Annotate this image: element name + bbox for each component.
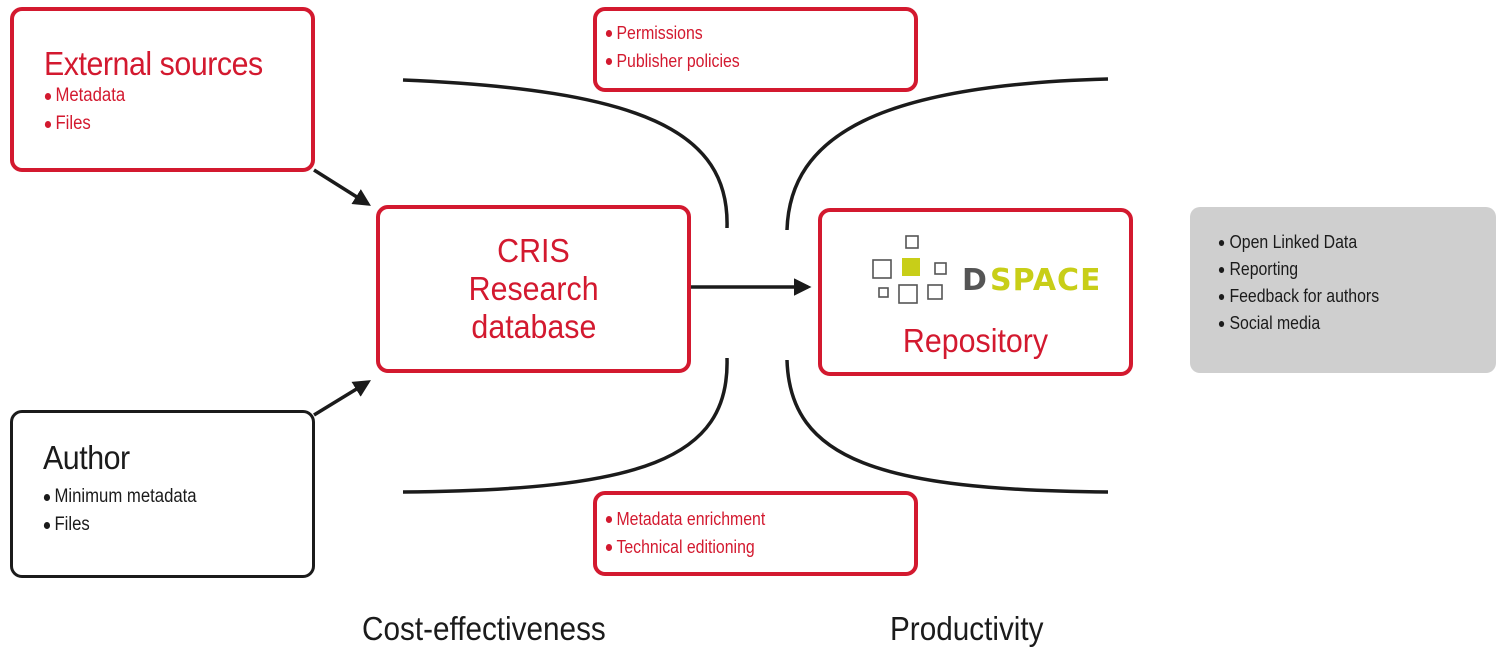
repository-label: Repository bbox=[902, 322, 1049, 359]
list-item: Metadata enrichment bbox=[605, 505, 765, 533]
list-item: Files bbox=[43, 511, 197, 539]
list-item: Technical editioning bbox=[605, 533, 765, 561]
outputs-list: Open Linked Data Reporting Feedback for … bbox=[1218, 229, 1401, 337]
external-sources-box: External sources Metadata Files bbox=[10, 7, 315, 172]
dspace-logo-space: SPACE bbox=[990, 263, 1098, 298]
list-item: Feedback for authors bbox=[1218, 283, 1379, 310]
right-lower-curve bbox=[785, 359, 1109, 494]
left-lower-curve bbox=[402, 357, 729, 494]
list-item: Social media bbox=[1218, 310, 1379, 337]
list-item: Metadata bbox=[44, 82, 125, 110]
list-item: Publisher policies bbox=[605, 47, 740, 75]
cris-title-line: CRIS bbox=[497, 232, 570, 269]
external-sources-title: External sources bbox=[44, 45, 263, 82]
arrow-external-to-cris bbox=[313, 168, 371, 206]
right-upper-curve bbox=[785, 77, 1109, 231]
repository-box: D SPACE Repository bbox=[818, 208, 1133, 376]
author-title: Author bbox=[43, 439, 130, 476]
author-box: Author Minimum metadata Files bbox=[10, 410, 315, 578]
author-list: Minimum metadata Files bbox=[43, 483, 218, 539]
dspace-logo-d: D bbox=[962, 263, 987, 298]
cris-title-line: Research bbox=[468, 270, 599, 307]
dspace-logo: D SPACE bbox=[872, 235, 1098, 304]
list-item: Permissions bbox=[605, 19, 740, 47]
list-item: Minimum metadata bbox=[43, 483, 197, 511]
cris-title-line: database bbox=[471, 308, 596, 345]
list-item: Reporting bbox=[1218, 256, 1379, 283]
cris-box: CRIS Research database bbox=[376, 205, 691, 373]
left-upper-curve bbox=[402, 78, 729, 229]
enrichment-list: Metadata enrichment Technical editioning bbox=[605, 505, 787, 561]
enrichment-box: Metadata enrichment Technical editioning bbox=[593, 491, 918, 576]
cost-effectiveness-label: Cost-effectiveness bbox=[362, 610, 606, 647]
policies-box: Permissions Publisher policies bbox=[593, 7, 918, 92]
productivity-label: Productivity bbox=[890, 610, 1044, 647]
outputs-box: Open Linked Data Reporting Feedback for … bbox=[1190, 207, 1496, 373]
policies-list: Permissions Publisher policies bbox=[605, 19, 758, 75]
external-sources-list: Metadata Files bbox=[44, 82, 136, 138]
list-item: Open Linked Data bbox=[1218, 229, 1379, 256]
list-item: Files bbox=[44, 110, 125, 138]
arrow-author-to-cris bbox=[313, 380, 371, 417]
